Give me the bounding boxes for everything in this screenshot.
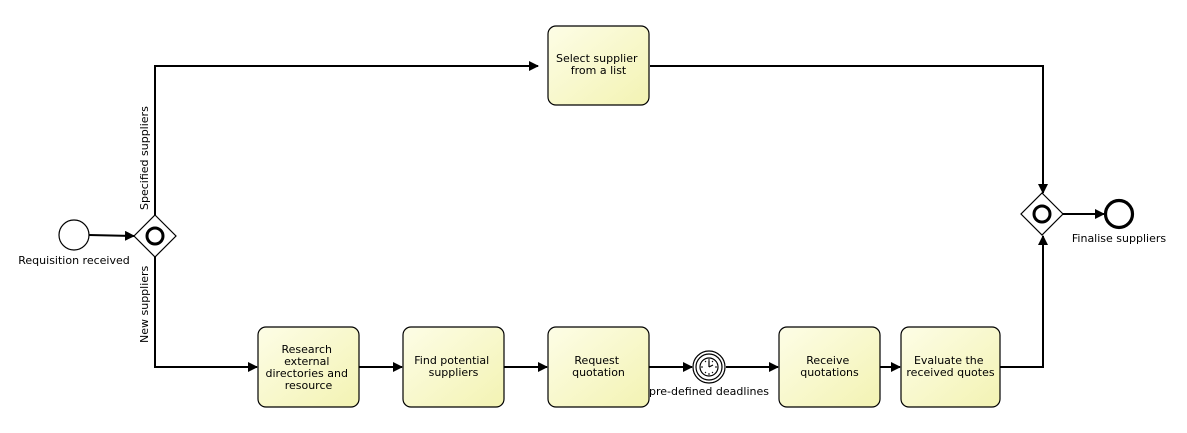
end-event[interactable] [1103,198,1135,230]
task-research[interactable]: Research external directories and resour… [257,326,360,408]
timer-event[interactable] [692,350,726,384]
task-find-suppliers[interactable]: Find potential suppliers [402,326,505,408]
task-receive-quotations-label: Receive quotations [800,354,859,379]
flow-gateway-to-research[interactable] [154,257,258,372]
end-event-label: Finalise suppliers [1072,232,1166,245]
upper-branch-label: Specified suppliers [138,106,151,210]
start-event[interactable] [58,219,90,251]
flow-evaluate-to-merge[interactable] [1000,235,1048,368]
merge-gateway[interactable] [1020,192,1064,236]
flow-start-to-gateway[interactable] [88,230,135,241]
task-evaluate-quotes[interactable]: Evaluate the received quotes [900,326,1001,408]
task-research-label: Research external directories and resour… [266,343,352,392]
timer-event-label: pre-defined deadlines [649,385,769,398]
task-request-quotation[interactable]: Request quotation [547,326,650,408]
flow-select-to-merge[interactable] [650,65,1048,194]
task-receive-quotations[interactable]: Receive quotations [778,326,881,408]
task-find-suppliers-label: Find potential suppliers [414,354,492,379]
flow-gateway-to-select-supplier[interactable] [154,61,539,215]
split-gateway[interactable] [133,214,177,258]
task-evaluate-quotes-label: Evaluate the received quotes [906,354,994,379]
task-request-quotation-label: Request quotation [572,354,625,379]
task-select-supplier-label: Select supplier from a list [556,52,641,77]
task-select-supplier[interactable]: Select supplier from a list [547,25,650,106]
clock-icon [699,357,719,377]
lower-branch-label: New suppliers [138,265,151,343]
start-event-label: Requisition received [18,254,129,267]
